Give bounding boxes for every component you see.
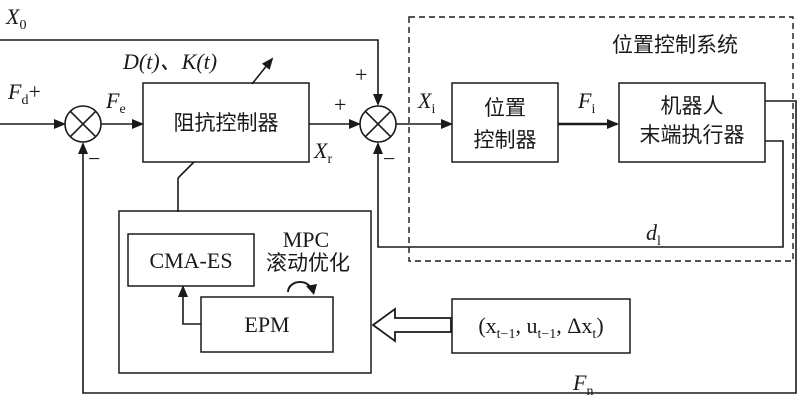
x0-arrow <box>0 39 383 106</box>
fn-feedback-line <box>78 100 797 394</box>
robot-end-effector-label-1: 机器人 <box>661 94 724 118</box>
sum-junction-1 <box>64 105 102 143</box>
hollow-left-arrow-icon <box>371 307 452 343</box>
state-input-label: (xt−1, ut−1, Δxt) <box>478 313 603 342</box>
impedance-controller-block <box>142 82 310 163</box>
sum2-plus-left-sign: + <box>334 92 346 117</box>
impedance-to-mpc-line <box>177 161 195 179</box>
dl-label: dl <box>646 220 661 249</box>
dk-label: D(t)、K(t) <box>122 49 217 74</box>
state-input-block <box>451 298 631 354</box>
xi-label: Xi <box>417 88 435 117</box>
position-control-system-title: 位置控制系统 <box>612 33 738 57</box>
fi-label: Fi <box>577 88 595 117</box>
xr-label: Xr <box>313 138 332 167</box>
sum2-plus-top-sign: + <box>355 62 367 87</box>
mpc-label-1: MPC <box>283 227 329 252</box>
parameter-adjust-arrow <box>251 57 274 85</box>
fn-label: Fn <box>572 370 593 399</box>
sum1-minus-sign: − <box>88 146 100 171</box>
fd-label: Fd+ <box>7 79 41 108</box>
epm-label: EPM <box>244 312 289 337</box>
dl-feedback-line <box>373 140 784 248</box>
position-controller-label-2: 控制器 <box>474 128 537 152</box>
sum-junction-2 <box>359 105 397 143</box>
circular-arrow-icon <box>287 281 317 295</box>
mpc-label-2: 滚动优化 <box>266 251 350 275</box>
x0-label: X0 <box>5 4 26 33</box>
epm-to-cmaes-arrow <box>178 285 201 325</box>
position-control-system-boundary <box>408 16 794 262</box>
cma-es-label: CMA-ES <box>149 248 232 273</box>
position-controller-block <box>451 82 559 163</box>
cma-es-block <box>127 233 255 287</box>
sum2-minus-sign: − <box>383 146 395 171</box>
position-controller-label-1: 位置 <box>484 96 526 120</box>
impedance-controller-label: 阻抗控制器 <box>174 111 279 135</box>
fe-label: Fe <box>105 88 126 117</box>
robot-end-effector-block <box>618 82 766 163</box>
robot-end-effector-label-2: 末端执行器 <box>640 123 745 147</box>
